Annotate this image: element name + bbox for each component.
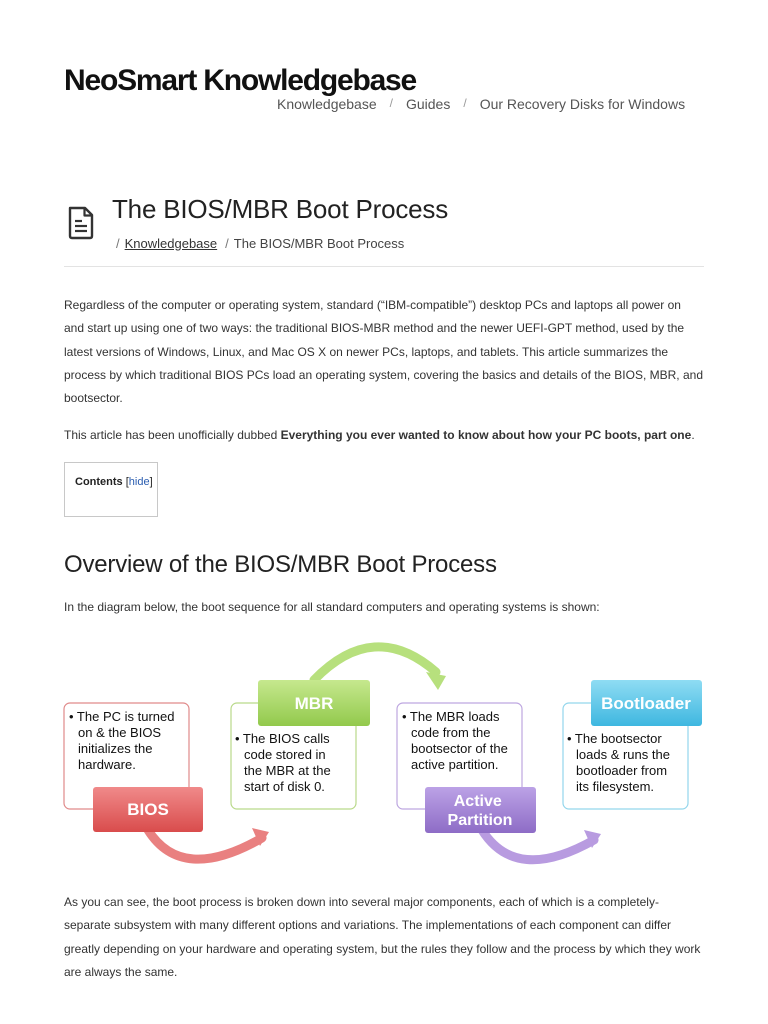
arrow-head-active [584,830,601,848]
arrow-mbr-to-active [309,642,441,685]
stage-bios-line: initializes the [78,741,152,756]
contents-label: Contents [75,476,123,488]
contents-bracket: [ [125,476,129,488]
breadcrumb-knowledgebase-link[interactable]: Knowledgebase [124,236,218,251]
arrow-head-mbr [426,672,446,690]
dubbed-suffix: . [691,428,695,442]
stage-mbr-label: MBR [295,694,334,713]
outro-paragraph: As you can see, the boot process is brok… [64,895,701,979]
stage-bios-label-box [93,787,203,832]
stage-bios-text: • The PC is turned on & the BIOS initial… [69,709,178,772]
nav-recovery-disks[interactable]: Our Recovery Disks for Windows [479,96,686,112]
page-title: The BIOS/MBR Boot Process [112,194,449,224]
stage-bootloader-line: • The bootsector [567,731,662,746]
top-navigation: Knowledgebase / Guides / Our Recovery Di… [277,96,685,112]
stage-active-line: active partition. [411,757,498,772]
breadcrumb-current: The BIOS/MBR Boot Process [233,236,405,251]
nav-separator: / [463,96,467,110]
nav-separator: / [389,96,393,110]
stage-active-label-line: Active [454,793,502,810]
stage-mbr-label-box [258,680,370,726]
stage-bootloader-line: loads & runs the [576,747,670,762]
boot-process-diagram: • The PC is turned on & the BIOS initial… [63,642,702,865]
stage-bios-label: BIOS [127,800,169,819]
contents-bracket: ] [149,476,153,488]
nav-guides[interactable]: Guides [405,96,451,112]
stage-bios-line: on & the BIOS [78,725,161,740]
stage-mbr-line: the MBR at the [244,763,331,778]
stage-mbr-line: start of disk 0. [244,779,325,794]
dubbed-prefix: This article has been unofficially dubbe… [64,428,281,442]
intro-paragraph: Regardless of the computer or operating … [64,298,703,406]
stage-active-label-line: Partition [448,812,513,829]
table-of-contents: Contents [hide] [64,462,158,517]
breadcrumb-separator: / [116,236,120,251]
stage-mbr-line: • The BIOS calls [235,731,330,746]
stage-active-line: code from the [411,725,491,740]
stage-bootloader-line: its filesystem. [576,779,654,794]
stage-bios-line: • The PC is turned [69,709,174,724]
nav-knowledgebase[interactable]: Knowledgebase [277,96,377,112]
stage-bios-line: hardware. [78,757,136,772]
stage-bootloader-label-box [591,680,702,726]
stage-bootloader-line: bootloader from [576,763,667,778]
dubbed-bold-text: Everything you ever wanted to know about… [280,428,692,442]
site-title[interactable]: NeoSmart Knowledgebase [64,64,417,97]
title-divider [64,266,704,267]
contents-hide-toggle[interactable]: hide [128,476,150,488]
breadcrumb: / Knowledgebase / The BIOS/MBR Boot Process [116,236,404,251]
stage-active-line: bootsector of the [411,741,508,756]
breadcrumb-separator: / [225,236,229,251]
arrow-active-to-bootloader [477,825,599,865]
dubbed-paragraph: This article has been unofficially dubbe… [64,424,704,447]
stage-bootloader-text: • The bootsector loads & runs the bootlo… [567,731,674,794]
stage-active-line: • The MBR loads [402,709,500,724]
arrow-bios-to-mbr [143,825,267,864]
arrow-head-bios [252,828,269,846]
stage-mbr-text: • The BIOS calls code stored in the MBR … [235,731,334,794]
stage-active-label-box [425,787,536,833]
document-icon [68,206,94,240]
section-heading: Overview of the BIOS/MBR Boot Process [64,551,497,578]
stage-active-label: Active Partition [448,793,513,829]
stage-mbr-line: code stored in [244,747,326,762]
stage-active-text: • The MBR loads code from the bootsector… [402,709,511,772]
diagram-intro-paragraph: In the diagram below, the boot sequence … [64,600,600,614]
stage-bootloader-label: Bootloader [601,694,691,713]
